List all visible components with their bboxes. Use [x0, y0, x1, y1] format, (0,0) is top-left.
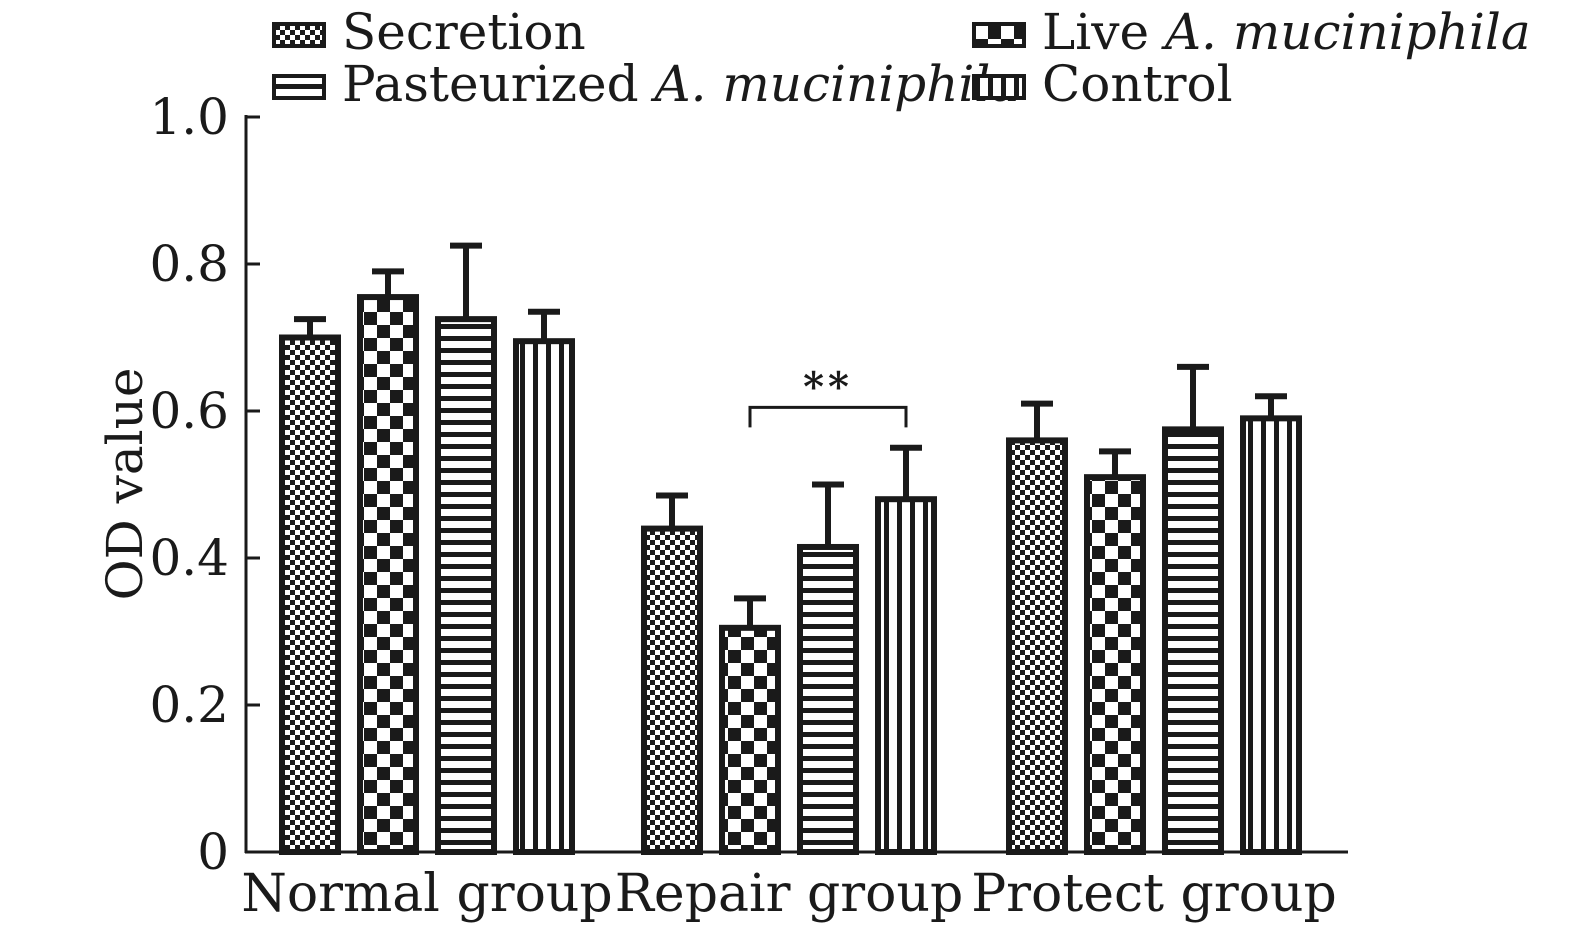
bar [797, 543, 859, 855]
bar [357, 294, 419, 855]
y-tick-label: 1.0 [149, 88, 229, 146]
x-category-label: Normal group [241, 864, 612, 924]
legend-swatch [972, 22, 1026, 48]
legend-label: Secretion [342, 3, 586, 61]
significance-label: ** [803, 363, 853, 410]
legend-label: Control [1042, 55, 1233, 113]
legend-label-species: A. muciniphila [1161, 3, 1531, 61]
bar [1162, 426, 1224, 855]
bar [279, 334, 341, 855]
bar [435, 316, 497, 855]
legend-label-species: A. muciniphila [650, 55, 1020, 113]
bar [1240, 415, 1302, 855]
y-tick-label: 0 [197, 823, 229, 881]
x-category-label: Repair group [615, 864, 963, 924]
legend-label-text: Live [1042, 3, 1165, 61]
legend-label: Live A. muciniphila [1042, 3, 1531, 61]
error-bars [294, 242, 1287, 628]
legend-swatch [972, 74, 1026, 100]
y-axis-title: OD value [96, 368, 154, 601]
bar [641, 525, 703, 855]
legend-label-text: Control [1042, 55, 1233, 113]
bar [513, 338, 575, 855]
legend-label-text: Secretion [342, 3, 586, 61]
bar [1084, 474, 1146, 855]
x-category-label: Protect group [971, 864, 1337, 924]
legend-swatch [272, 74, 326, 100]
y-tick-label: 0.8 [149, 235, 229, 293]
bar [875, 496, 937, 855]
legend-label: Pasteurized A. muciniphila [342, 55, 1020, 113]
bar [719, 624, 781, 856]
significance-bracket [748, 405, 908, 428]
bars [279, 294, 1302, 856]
legend-label-text: Pasteurized [342, 55, 654, 113]
legend-swatch [272, 22, 326, 48]
significance-annotation: ** [748, 363, 908, 428]
y-tick-label: 0.2 [149, 676, 229, 734]
bar [1006, 437, 1068, 855]
y-tick-label: 0.6 [149, 382, 229, 440]
y-axis: 0 0.2 0.4 0.6 0.8 1.0 [149, 88, 260, 881]
y-tick-label: 0.4 [149, 529, 229, 587]
